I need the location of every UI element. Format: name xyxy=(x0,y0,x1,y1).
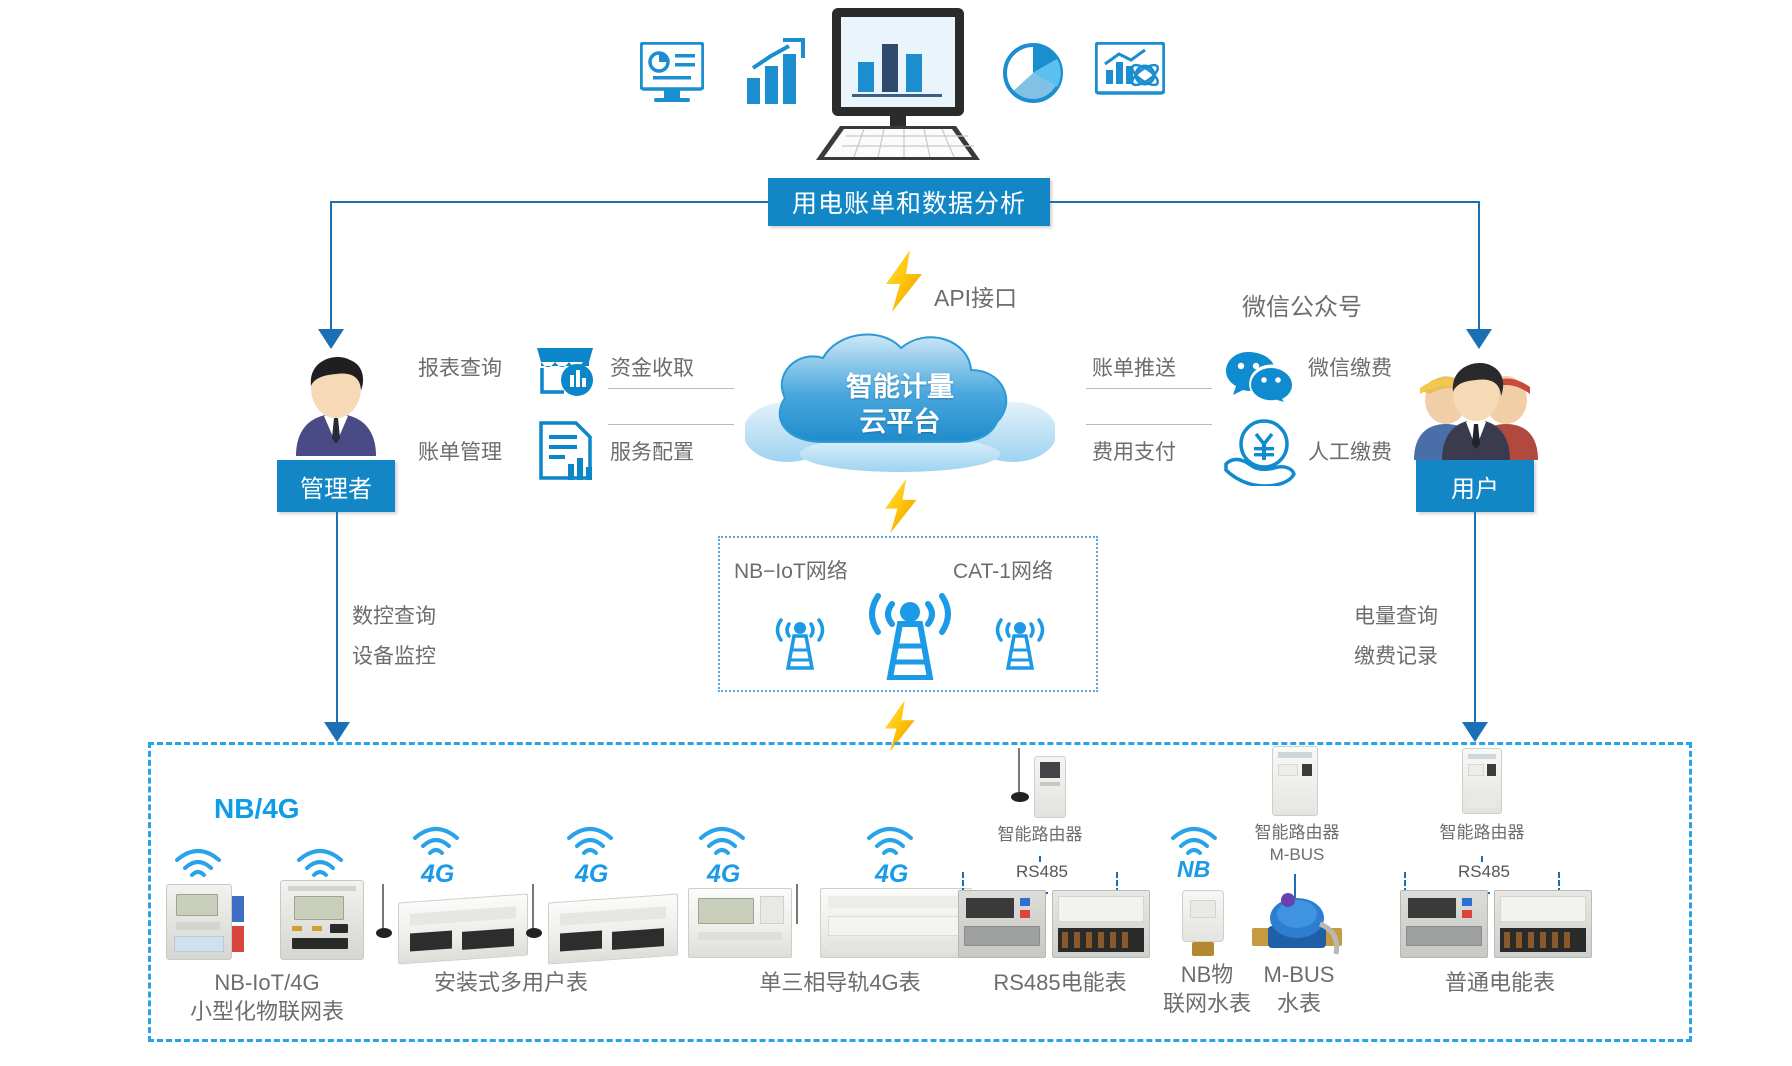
manager-service-label-1: 账单管理 xyxy=(418,441,502,464)
tag-4g-2: 4G xyxy=(575,860,609,888)
cloud-platform: 智能计量 云平台 xyxy=(743,322,1057,472)
device-photo-normal-meter-2 xyxy=(1494,890,1594,960)
manager-flow-label-1: 设备监控 xyxy=(352,645,436,668)
device-label-3: RS485电能表 xyxy=(993,970,1127,995)
rs485-bus-label-0: RS485 xyxy=(1012,862,1072,882)
divider-user-1 xyxy=(1086,424,1212,425)
tag-4g-4: 4G xyxy=(875,860,909,888)
cloud-title-line2: 云平台 xyxy=(859,406,941,437)
router-stub-1 xyxy=(1294,874,1296,898)
connector-right-vertical xyxy=(1478,201,1480,331)
device-photo-rs485-meter-1 xyxy=(958,890,1048,960)
analytics-atom-icon xyxy=(1095,42,1165,95)
router-label-1: 智能路由器 M-BUS xyxy=(1254,823,1340,865)
device-photo-rs485-meter-2 xyxy=(1052,890,1152,960)
cell-tower-icon xyxy=(869,593,951,680)
pie-chart-icon xyxy=(1003,43,1063,103)
wifi-signal-icon-3 xyxy=(413,827,459,855)
user-service-right-0: 微信缴费 xyxy=(1308,357,1392,380)
router-label-0: 智能路由器 xyxy=(997,825,1083,844)
nb4g-zone-tag: NB/4G xyxy=(214,793,300,824)
device-photo-multiuser-1 xyxy=(370,884,530,965)
device-photo-mbus-water-meter xyxy=(1252,893,1342,955)
divider-manager-1 xyxy=(608,424,734,425)
wifi-signal-icon-7 xyxy=(1171,827,1217,855)
device-label-6: 普通电能表 xyxy=(1444,970,1555,995)
lightning-bolt-icon-3 xyxy=(884,700,915,752)
device-photo-normal-meter-1 xyxy=(1400,890,1490,960)
divider-user-0 xyxy=(1086,388,1212,389)
store-chart-icon xyxy=(537,348,593,396)
device-photo-multiuser-2 xyxy=(520,884,680,965)
manager-service-right-0: 资金收取 xyxy=(610,357,694,380)
divider-manager-0 xyxy=(608,388,734,389)
bar-chart-growth-icon xyxy=(747,38,805,104)
device-photo-nbiot-meter-2 xyxy=(280,880,364,960)
device-label-1: 安装式多用户表 xyxy=(433,970,588,995)
manager-role-label: 管理者 xyxy=(300,475,372,503)
wechat-section-title: 微信公众号 xyxy=(1242,294,1362,321)
device-photo-dinrail-1 xyxy=(688,884,808,960)
user-service-right-1: 人工缴费 xyxy=(1308,441,1392,464)
wechat-icon xyxy=(1226,352,1292,402)
device-label-0: NB-IoT/4G 小型化物联网表 xyxy=(189,970,344,1025)
rs485-bus-label-2: RS485 xyxy=(1454,862,1514,882)
network-zone-box xyxy=(718,536,1098,692)
wifi-signal-icon-2 xyxy=(297,849,343,877)
document-chart-icon xyxy=(539,421,592,480)
dashboard-report-icon xyxy=(640,42,704,102)
user-flow-arrow xyxy=(1462,722,1488,742)
device-photo-router-3 xyxy=(1462,748,1502,814)
monitor-bar-chart-icon xyxy=(816,8,980,160)
tag-4g-3: 4G xyxy=(707,860,741,888)
wifi-signal-icon-4 xyxy=(567,827,613,855)
network-label-right: CAT-1网络 xyxy=(953,560,1053,583)
manager-service-right-1: 服务配置 xyxy=(610,441,694,464)
lightning-bolt-icon-2 xyxy=(885,479,917,533)
cell-tower-icon-left xyxy=(775,618,825,670)
device-label-2: 单三相导轨4G表 xyxy=(759,970,921,995)
user-flow-label-0: 电量查询 xyxy=(1354,605,1438,628)
device-photo-router-1 xyxy=(1008,748,1072,822)
yuan-hand-icon xyxy=(1224,419,1296,486)
connector-right-horizontal xyxy=(1050,201,1480,203)
manager-flow-line xyxy=(336,512,338,724)
device-photo-nbiot-meter-1 xyxy=(166,884,246,960)
lightning-bolt-icon xyxy=(886,250,922,312)
device-photo-nb-water-meter xyxy=(1178,890,1230,962)
manager-flow-arrow xyxy=(324,722,350,742)
manager-service-label-0: 报表查询 xyxy=(418,357,502,380)
user-role-label: 用户 xyxy=(1451,475,1499,503)
tag-nb: NB xyxy=(1177,856,1211,882)
device-photo-dinrail-2 xyxy=(820,888,980,960)
user-flow-label-1: 缴费记录 xyxy=(1354,645,1438,668)
wifi-signal-icon-1 xyxy=(175,849,221,877)
user-service-label-1: 费用支付 xyxy=(1092,441,1176,464)
arrow-to-user xyxy=(1466,329,1492,349)
wifi-signal-icon-6 xyxy=(867,827,913,855)
wifi-signal-icon-5 xyxy=(699,827,745,855)
user-flow-line xyxy=(1474,512,1476,724)
device-photo-router-2 xyxy=(1272,746,1318,816)
connector-left-horizontal xyxy=(330,201,768,203)
connector-left-vertical xyxy=(330,201,332,331)
cloud-title-line1: 智能计量 xyxy=(846,372,954,402)
manager-flow-label-0: 数控查询 xyxy=(352,605,436,628)
api-label: API接口 xyxy=(934,285,1018,311)
device-label-4: NB物 联网水表 xyxy=(1162,962,1251,1017)
device-label-5: M-BUS 水表 xyxy=(1263,962,1335,1017)
users-avatar-icon xyxy=(1414,363,1538,460)
user-role-box: 用户 xyxy=(1416,460,1534,512)
router-label-2: 智能路由器 xyxy=(1439,823,1525,842)
network-label-left: NB−IoT网络 xyxy=(734,560,848,583)
cell-tower-icon-right xyxy=(995,618,1045,670)
user-service-label-0: 账单推送 xyxy=(1092,357,1176,380)
manager-role-box: 管理者 xyxy=(277,460,395,512)
device-zone-box xyxy=(148,742,1692,1042)
arrow-to-manager xyxy=(318,329,344,349)
page-title-label: 用电账单和数据分析 xyxy=(791,190,1026,218)
manager-avatar-icon xyxy=(292,357,380,456)
page-title: 用电账单和数据分析 xyxy=(768,178,1050,226)
tag-4g-1: 4G xyxy=(421,860,455,888)
